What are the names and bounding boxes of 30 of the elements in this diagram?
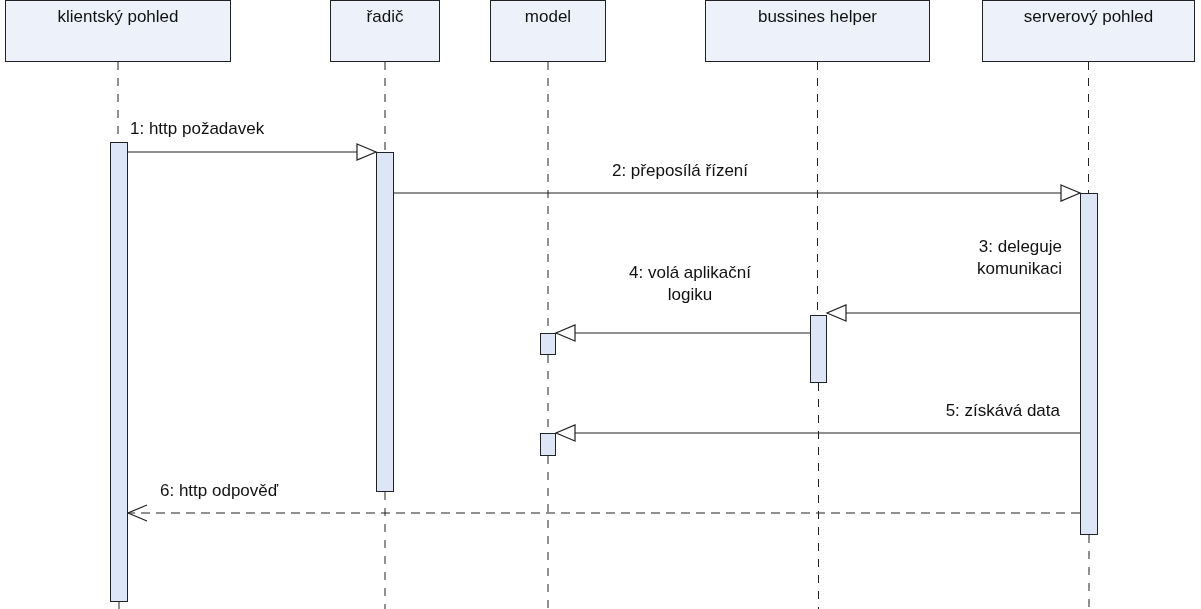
activation-bar [110, 142, 128, 602]
edge-label: 4: volá aplikační logiku [628, 262, 752, 306]
message-arrow [127, 143, 377, 161]
edge-label: 2: přeposílá řízení [610, 160, 750, 182]
participant-box: klientský pohled [5, 0, 231, 62]
lifeline [547, 455, 549, 609]
participant-box: řadič [330, 0, 440, 62]
edge-label: 6: http odpověď [160, 480, 280, 502]
activation-bar [1080, 193, 1098, 535]
lifeline [118, 601, 120, 609]
activation-bar [540, 333, 556, 355]
participant-box: serverový pohled [982, 0, 1195, 62]
activation-bar [376, 152, 394, 492]
edge-label: 3: deleguje komunikaci [975, 236, 1062, 280]
edge-label: 5: získává data [944, 400, 1060, 422]
lifeline [384, 491, 386, 609]
participant-box: model [490, 0, 606, 62]
lifeline [1088, 61, 1089, 194]
edge-label: 1: http požadavek [130, 118, 266, 140]
message-arrow [555, 324, 811, 342]
message-arrow [393, 184, 1081, 202]
activation-bar [810, 315, 827, 383]
lifeline [818, 382, 819, 609]
lifeline [384, 61, 386, 153]
message-arrow [127, 504, 1081, 522]
activation-bar [540, 433, 556, 456]
lifeline [1088, 534, 1090, 609]
message-arrow [826, 304, 1081, 322]
message-arrow [555, 424, 1081, 442]
participant-box: bussines helper [705, 0, 930, 62]
